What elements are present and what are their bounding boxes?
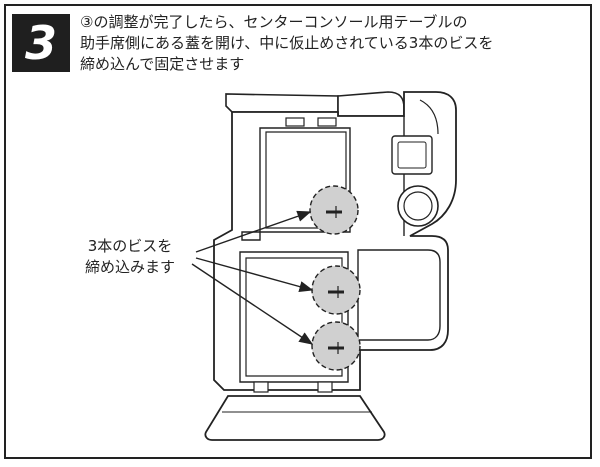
- callout-line-1: 3本のビスを: [87, 237, 173, 255]
- screw-1: [309, 185, 359, 235]
- arrow-to-screw-2: [195, 257, 314, 293]
- right-lower-tray: [357, 249, 441, 341]
- screw-2: [311, 265, 361, 315]
- instruction-line-1: ③の調整が完了したら、センターコンソール用テーブルの: [80, 13, 468, 31]
- arrow-to-screw-1: [195, 210, 312, 253]
- callout-arrows: [191, 210, 314, 345]
- instruction-line-2: 助手席側にある蓋を開け、中に仮止めされている3本のビスを: [80, 34, 494, 52]
- arrow-to-screw-3: [191, 263, 314, 345]
- screw-3: [311, 321, 361, 371]
- screw-callout-label: 3本のビスを 締め込みます: [60, 236, 200, 278]
- instruction-text: ③の調整が完了したら、センターコンソール用テーブルの 助手席側にある蓋を開け、中…: [80, 12, 580, 75]
- step-number: 3: [24, 16, 57, 70]
- bottom-tray: [204, 381, 386, 441]
- instruction-line-3: 締め込んで固定させます: [80, 55, 245, 73]
- step-number-badge: 3: [12, 14, 70, 72]
- callout-line-2: 締め込みます: [84, 258, 175, 276]
- side-features: [391, 135, 439, 227]
